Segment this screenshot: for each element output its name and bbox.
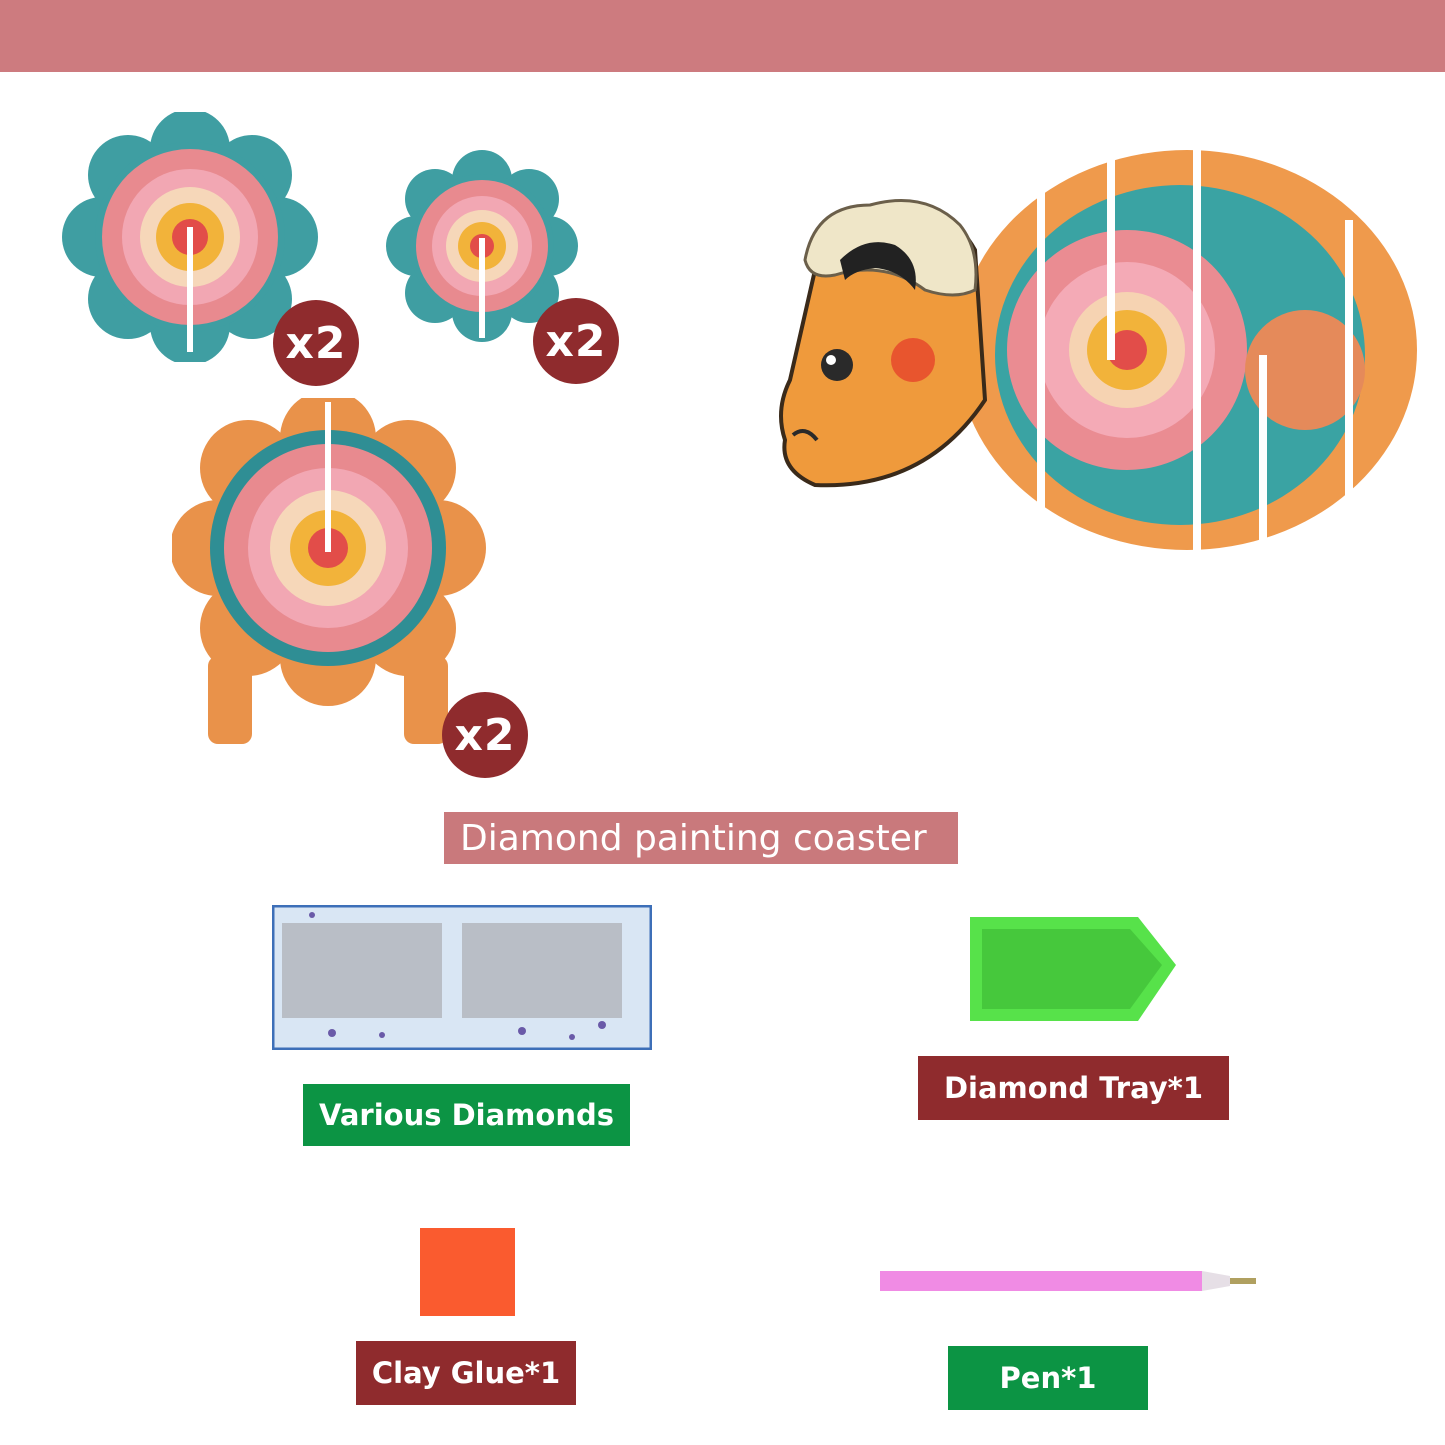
diamond-bag-image — [272, 905, 652, 1050]
diamond-tray-label: Diamond Tray*1 — [918, 1056, 1229, 1120]
pen-image — [880, 1271, 1256, 1291]
large-mandala-piece-image — [62, 112, 318, 362]
small-mandala-piece-image — [386, 150, 578, 342]
clay-glue-label: Clay Glue*1 — [356, 1341, 576, 1405]
clay-glue-image — [420, 1228, 515, 1316]
top-color-band — [0, 0, 1445, 72]
various-diamonds-label: Various Diamonds — [303, 1084, 630, 1146]
assembled-sheep-image — [779, 150, 1417, 560]
diamond-tray-image — [970, 917, 1176, 1021]
pen-label: Pen*1 — [948, 1346, 1148, 1410]
quantity-badge-3: x2 — [442, 692, 528, 778]
sheep-body-piece-image — [172, 398, 486, 744]
quantity-badge-1: x2 — [273, 300, 359, 386]
page-title: Diamond painting coaster — [460, 817, 927, 859]
title-banner: Diamond painting coaster — [444, 812, 958, 864]
quantity-badge-2: x2 — [533, 298, 619, 384]
